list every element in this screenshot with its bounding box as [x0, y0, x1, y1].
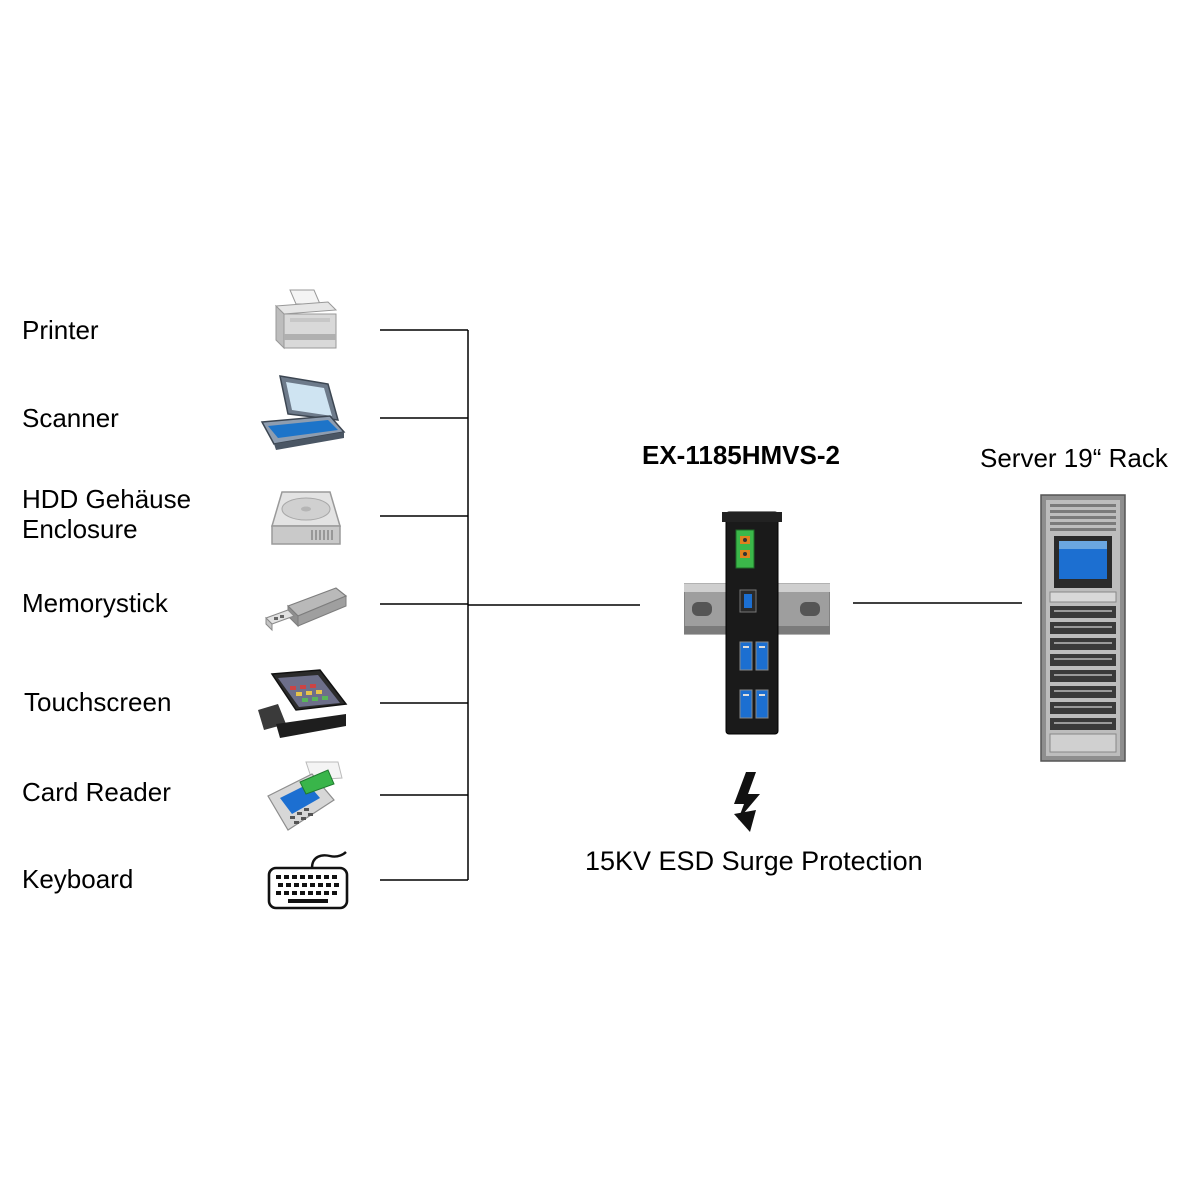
scanner-icon — [260, 375, 346, 450]
device-label-scanner: Scanner — [22, 403, 119, 433]
hdd-icon — [270, 491, 342, 545]
server-rack-icon — [1040, 494, 1126, 762]
keyboard-icon — [267, 851, 349, 910]
device-label-hdd: HDD Gehäuse — [22, 484, 192, 514]
device-label-hdd-line2: Enclosure — [22, 514, 138, 544]
server-label: Server 19“ Rack — [980, 443, 1168, 473]
device-label-printer: Printer — [22, 315, 99, 345]
touchscreen-icon — [258, 669, 348, 738]
device-label-card-reader: Card Reader — [22, 777, 171, 807]
card-reader-icon — [267, 761, 343, 831]
hub-model-title: EX-1185HMVS-2 — [642, 440, 840, 470]
lightning-icon — [734, 772, 760, 832]
protection-caption: 15KV ESD Surge Protection — [585, 846, 923, 876]
device-label-memorystick: Memorystick — [22, 588, 168, 618]
usb-hub-icon — [684, 511, 830, 735]
device-label-keyboard: Keyboard — [22, 864, 134, 894]
usb-stick-icon — [265, 587, 348, 632]
printer-icon — [274, 289, 338, 350]
device-label-touchscreen: Touchscreen — [24, 687, 172, 717]
